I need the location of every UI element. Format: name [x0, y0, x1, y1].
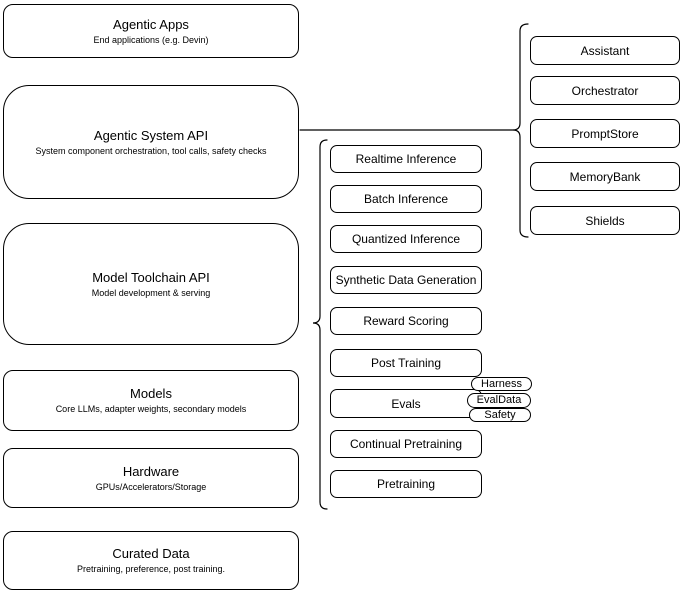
- node-subtitle: Core LLMs, adapter weights, secondary mo…: [55, 404, 247, 414]
- node-evals: Evals: [330, 389, 482, 418]
- node-reward-scoring: Reward Scoring: [330, 307, 482, 335]
- node-title: Agentic System API: [93, 127, 209, 143]
- node-agentic-system-api: Agentic System API System component orch…: [3, 85, 299, 199]
- node-hardware: Hardware GPUs/Accelerators/Storage: [3, 448, 299, 508]
- node-agentic-apps: Agentic Apps End applications (e.g. Devi…: [3, 4, 299, 58]
- node-subtitle: Pretraining, preference, post training.: [76, 564, 226, 574]
- node-batch-inference: Batch Inference: [330, 185, 482, 213]
- node-memorybank: MemoryBank: [530, 162, 680, 191]
- toolchain-bracket: [312, 139, 328, 510]
- node-title: Hardware: [122, 463, 180, 479]
- node-title: Curated Data: [112, 546, 190, 561]
- node-title: Model Toolchain API: [92, 269, 210, 285]
- node-subtitle: Model development & serving: [91, 287, 211, 298]
- node-post-training: Post Training: [330, 349, 482, 377]
- tag-evaldata: EvalData: [467, 393, 531, 408]
- tag-harness: Harness: [471, 377, 532, 391]
- node-orchestrator: Orchestrator: [530, 76, 680, 105]
- node-pretraining: Pretraining: [330, 470, 482, 498]
- node-model-toolchain-api: Model Toolchain API Model development & …: [3, 223, 299, 345]
- node-models: Models Core LLMs, adapter weights, secon…: [3, 370, 299, 431]
- node-continual-pretraining: Continual Pretraining: [330, 430, 482, 458]
- node-shields: Shields: [530, 206, 680, 235]
- node-title: Agentic Apps: [113, 16, 189, 32]
- node-realtime-inference: Realtime Inference: [330, 145, 482, 173]
- node-quantized-inference: Quantized Inference: [330, 225, 482, 253]
- node-subtitle: GPUs/Accelerators/Storage: [95, 481, 207, 492]
- node-subtitle: System component orchestration, tool cal…: [35, 145, 267, 156]
- node-assistant: Assistant: [530, 36, 680, 65]
- node-subtitle: End applications (e.g. Devin): [93, 34, 209, 45]
- node-curated-data: Curated Data Pretraining, preference, po…: [3, 531, 299, 590]
- node-title: Models: [130, 386, 172, 401]
- node-promptstore: PromptStore: [530, 119, 680, 148]
- system-components-bracket: [512, 23, 529, 238]
- tag-safety: Safety: [469, 408, 531, 422]
- node-synthetic-data-generation: Synthetic Data Generation: [330, 266, 482, 294]
